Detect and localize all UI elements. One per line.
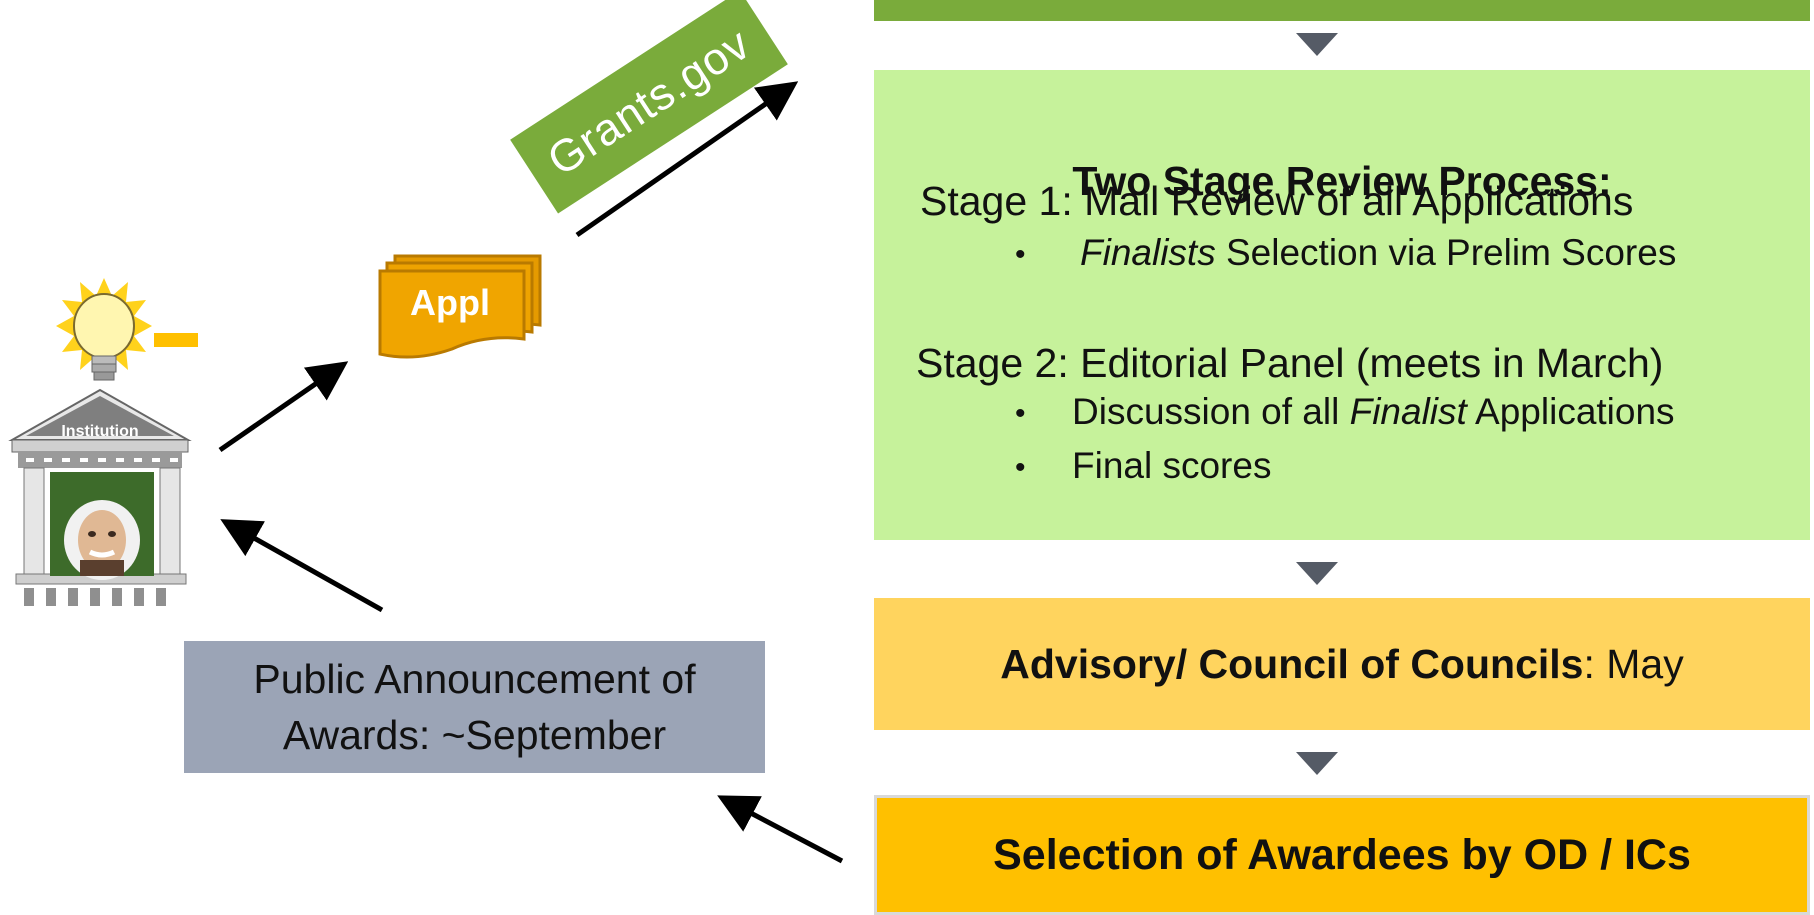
institution-building-icon [8, 388, 192, 606]
lightbulb-icon [56, 278, 198, 381]
announcement-line1: Public Announcement of [253, 656, 696, 702]
arrow-icon [218, 361, 349, 453]
portrait-icon [50, 472, 154, 580]
arrow-icon [717, 795, 844, 864]
bullet-marker: • [1015, 451, 1026, 484]
arrow-icon [575, 81, 799, 238]
stage1-bullet: Finalists Selection via Prelim Scores [1080, 232, 1676, 274]
selection-box: Selection of Awardees by OD / ICs [874, 795, 1810, 915]
announcement-line2: Awards: ~September [282, 712, 667, 758]
stage2-heading: Stage 2: Editorial Panel (meets in March… [916, 340, 1664, 386]
stage1-bullet-text: Selection via Prelim Scores [1215, 232, 1677, 273]
down-triangle-icon [1296, 752, 1338, 775]
down-triangle-icon [1296, 33, 1338, 56]
top-stage-box [874, 0, 1810, 21]
bullet-marker: • [1015, 397, 1026, 430]
stage1-heading: Stage 1: Mail Review of all Applications [920, 178, 1634, 224]
stage2-bullet-discussion: Discussion of all Finalist Applications [1072, 391, 1675, 433]
stage2-bullet-scores: Final scores [1072, 445, 1272, 486]
document-stack-icon [378, 254, 542, 359]
stage2-bullet-italic: Finalist [1349, 391, 1467, 432]
review-title: Two Stage Review Process: [1072, 158, 1612, 204]
bullet-marker: • [1015, 238, 1026, 271]
advisory-council-box: Advisory/ Council of Councils: May [874, 598, 1810, 730]
advisory-date: : May [1583, 640, 1684, 687]
appl-label: Appl [410, 282, 490, 323]
institution-label: Institution [61, 423, 139, 440]
announcement-box: Public Announcement of Awards: ~Septembe… [184, 641, 765, 773]
stage2-bullet-post: Applications [1466, 391, 1675, 432]
stage2-bullet-pre: Discussion of all [1072, 391, 1350, 432]
stage1-bullet-italic: Finalists [1080, 232, 1216, 273]
down-triangle-icon [1296, 562, 1338, 585]
review-process-box: Two Stage Review Process: Stage 1: Mail … [874, 70, 1810, 540]
advisory-title: Advisory/ Council of Councils [1000, 640, 1584, 687]
arrow-icon [220, 519, 384, 613]
